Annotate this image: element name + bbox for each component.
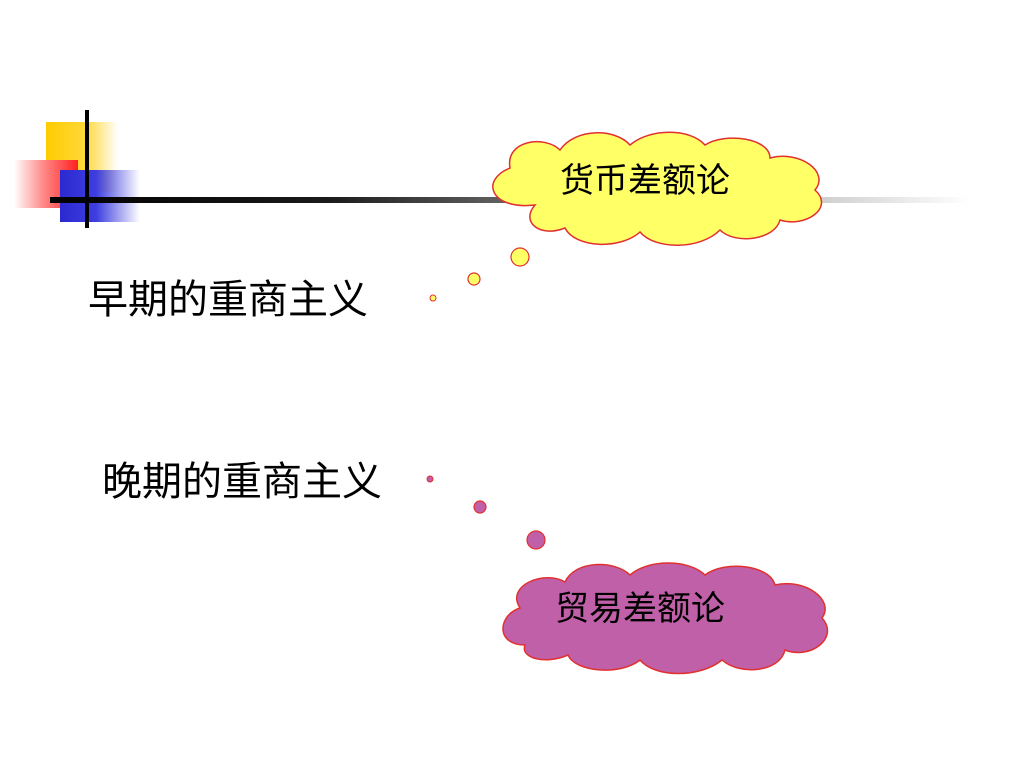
heading-early-mercantilism: 早期的重商主义 — [88, 277, 368, 323]
decor-vertical-line — [85, 110, 89, 228]
cloud-bottom-shape — [426, 475, 829, 675]
cloud-bottom-label: 贸易差额论 — [555, 589, 725, 629]
cloud-top-bubble-large — [510, 247, 530, 267]
cloud-bottom-bubble-small — [426, 475, 434, 483]
cloud-top-outline — [492, 131, 823, 246]
cloud-top-label: 货币差额论 — [560, 161, 730, 201]
cloud-top-bubble-small — [429, 294, 437, 302]
heading-late-mercantilism: 晚期的重商主义 — [102, 459, 382, 505]
cloud-bottom-bubble-large — [526, 530, 546, 550]
cloud-bottom-outline — [502, 562, 829, 675]
cloud-top-shape — [429, 131, 823, 302]
decor-blue-square — [60, 170, 140, 222]
cloud-bottom-bubble-medium — [473, 500, 487, 514]
cloud-top-bubble-medium — [467, 272, 481, 286]
